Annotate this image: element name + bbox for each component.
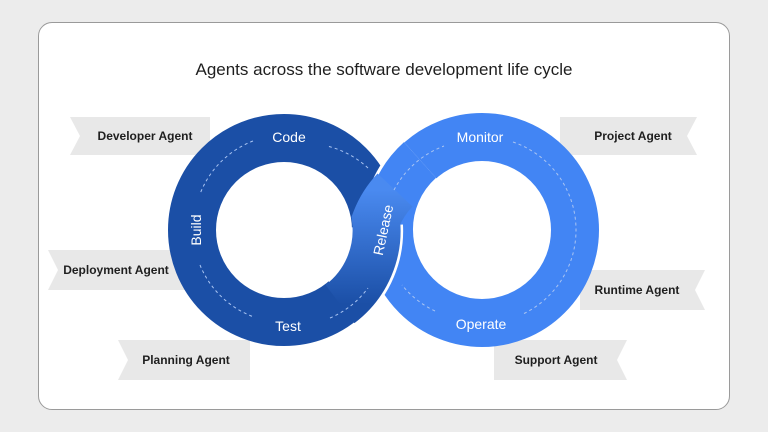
banner-developer-agent xyxy=(70,117,210,155)
label-deployment-agent: Deployment Agent xyxy=(63,263,169,277)
dashed-arrow-operate-release xyxy=(401,284,436,312)
dashed-arrow-build-test xyxy=(199,264,255,318)
release-crossing xyxy=(324,173,414,324)
dashed-arrow-code-build xyxy=(199,140,254,195)
label-developer-agent: Developer Agent xyxy=(98,129,193,143)
dashed-arrow-release-code xyxy=(326,145,369,169)
label-runtime-agent: Runtime Agent xyxy=(595,283,680,297)
stage-monitor: Monitor xyxy=(457,129,504,145)
banner-support-agent xyxy=(494,340,627,380)
flow-arrows xyxy=(199,140,577,319)
dashed-arrow-test-release xyxy=(329,287,369,319)
stage-build: Build xyxy=(188,214,204,245)
dashed-arrow-release-monitor xyxy=(393,145,445,191)
label-support-agent: Support Agent xyxy=(515,353,598,367)
stage-operate: Operate xyxy=(456,316,507,332)
label-planning-agent: Planning Agent xyxy=(142,353,230,367)
banner-project-agent xyxy=(560,117,697,155)
stage-test: Test xyxy=(275,318,301,334)
stage-code: Code xyxy=(272,129,306,145)
diagram-title: Agents across the software development l… xyxy=(195,60,573,79)
banner-planning-agent xyxy=(118,340,250,380)
label-project-agent: Project Agent xyxy=(594,129,672,143)
banner-runtime-agent xyxy=(580,270,705,310)
dashed-arrow-monitor-operate xyxy=(512,141,577,315)
banner-deployment-agent xyxy=(48,250,190,290)
